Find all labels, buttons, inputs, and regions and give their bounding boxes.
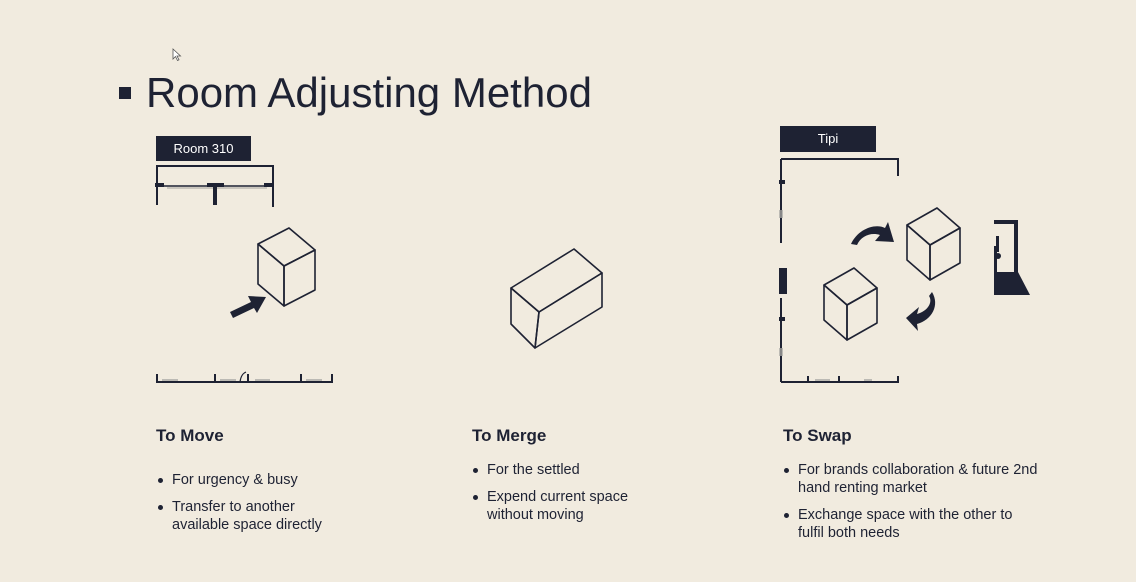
tipi-floorplan bbox=[779, 158, 899, 383]
to-move-heading: To Move bbox=[156, 426, 224, 445]
list-item: For the settled bbox=[471, 461, 671, 479]
tipi-tag: Tipi bbox=[780, 126, 876, 152]
rotate-arrows-icon bbox=[851, 222, 936, 331]
room-310-tag: Room 310 bbox=[156, 136, 251, 161]
list-item: For urgency & busy bbox=[156, 471, 346, 489]
to-swap-heading: To Swap bbox=[783, 426, 852, 445]
list-item: Expend current space without moving bbox=[471, 488, 671, 524]
move-cube bbox=[257, 227, 316, 307]
merge-box bbox=[510, 248, 603, 349]
swap-cube-bottom bbox=[823, 267, 878, 341]
list-item: Exchange space with the other to fulfil … bbox=[782, 506, 1042, 542]
door-icon bbox=[994, 220, 1030, 295]
mouse-pointer-icon bbox=[172, 48, 182, 62]
swap-cube-top bbox=[906, 207, 961, 281]
list-item: For brands collaboration & future 2nd ha… bbox=[782, 461, 1042, 497]
to-swap-list: For brands collaboration & future 2nd ha… bbox=[782, 461, 1042, 551]
to-merge-list: For the settled Expend current space wit… bbox=[471, 461, 671, 533]
to-merge-heading: To Merge bbox=[472, 426, 547, 445]
title-bullet bbox=[119, 87, 131, 99]
page-title: Room Adjusting Method bbox=[146, 69, 592, 116]
room-310-floorplan bbox=[155, 165, 333, 383]
arrow-icon bbox=[230, 296, 266, 318]
list-item: Transfer to another available space dire… bbox=[156, 498, 346, 534]
to-move-list: For urgency & busy Transfer to another a… bbox=[156, 471, 346, 543]
